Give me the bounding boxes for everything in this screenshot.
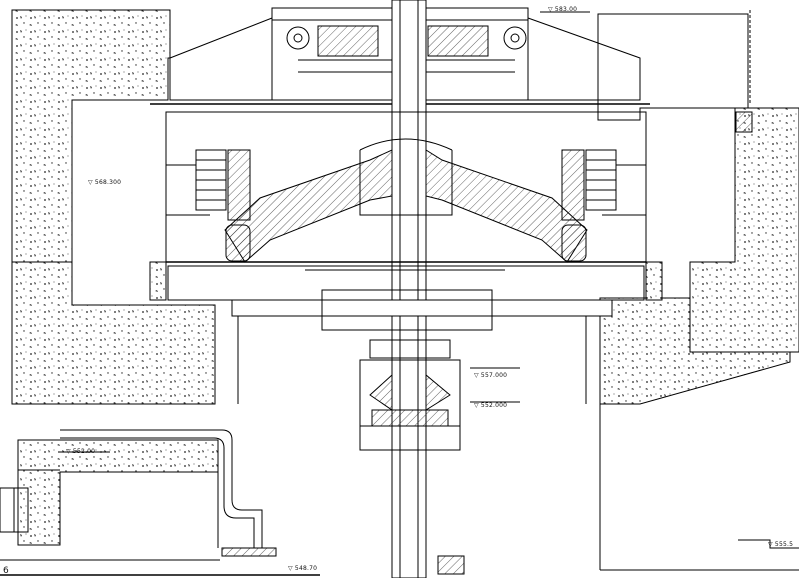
right-concrete-upper bbox=[597, 13, 749, 121]
elevation-label-top-right: ▽ 583.00 bbox=[548, 6, 578, 13]
elevation-label-turbine-2: ▽ 552.000 bbox=[474, 402, 508, 409]
rotor-spider-left bbox=[224, 149, 393, 263]
rotor-spider-right bbox=[425, 149, 588, 263]
elevation-label-generator-floor: ▽ 568.300 bbox=[88, 179, 122, 186]
corner-mark: 6 bbox=[3, 566, 9, 576]
foundation-anchor bbox=[437, 555, 465, 575]
right-pulley bbox=[503, 26, 527, 50]
elevation-label-turbine-1: ▽ 557.000 bbox=[474, 372, 508, 379]
turbine-head bbox=[359, 339, 461, 427]
right-concrete-mass bbox=[689, 107, 799, 353]
stator-winding-left bbox=[195, 149, 251, 221]
main-shaft bbox=[391, 0, 427, 579]
right-concrete-lower bbox=[599, 297, 791, 405]
elevation-label-left-pipe: ▽ 552.00 bbox=[66, 448, 96, 455]
stator-winding-right bbox=[561, 149, 617, 221]
elevation-label-bottom-left: ▽ 548.70 bbox=[288, 565, 318, 572]
left-concrete-lower bbox=[11, 261, 216, 405]
left-pit-concrete bbox=[17, 439, 219, 546]
housing-roof-left bbox=[169, 17, 273, 101]
cooling-pipe-left bbox=[60, 429, 277, 557]
elevation-label-bottom-right: ▽ 555.5 bbox=[768, 541, 794, 548]
left-pulley bbox=[286, 26, 310, 50]
left-concrete-upper bbox=[11, 9, 171, 263]
